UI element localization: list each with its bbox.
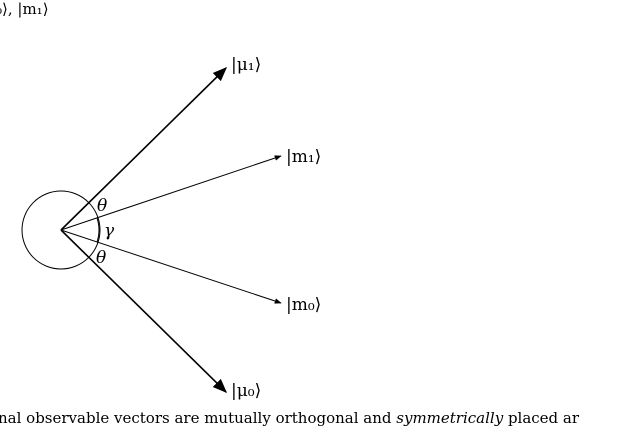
label-m0: |m₀⟩ [286, 295, 321, 315]
vector-mu0 [60, 229, 228, 394]
label-mu1: |μ₁⟩ [231, 55, 261, 75]
vector-mu1 [60, 66, 228, 231]
label-m1: |m₁⟩ [286, 147, 321, 167]
origin-circle [21, 190, 101, 270]
vector-m1 [60, 155, 282, 231]
gamma-arc [96, 217, 100, 243]
label-theta-upper: θ [97, 196, 107, 216]
label-theta-lower: θ [96, 248, 106, 268]
caption-text-emphasis: symmetrically [396, 409, 504, 427]
caption-text-end: placed ar [503, 409, 580, 427]
label-mu0: |μ₀⟩ [231, 381, 261, 401]
caption-fragment-bottom: nal observable vectors are mutually orth… [0, 409, 579, 427]
label-gamma: γ [104, 221, 115, 241]
caption-fragment-top: ₀⟩, |m₁⟩ [0, 0, 49, 18]
caption-text-start: nal observable vectors are mutually orth… [0, 409, 397, 427]
vector-m0 [60, 229, 282, 304]
